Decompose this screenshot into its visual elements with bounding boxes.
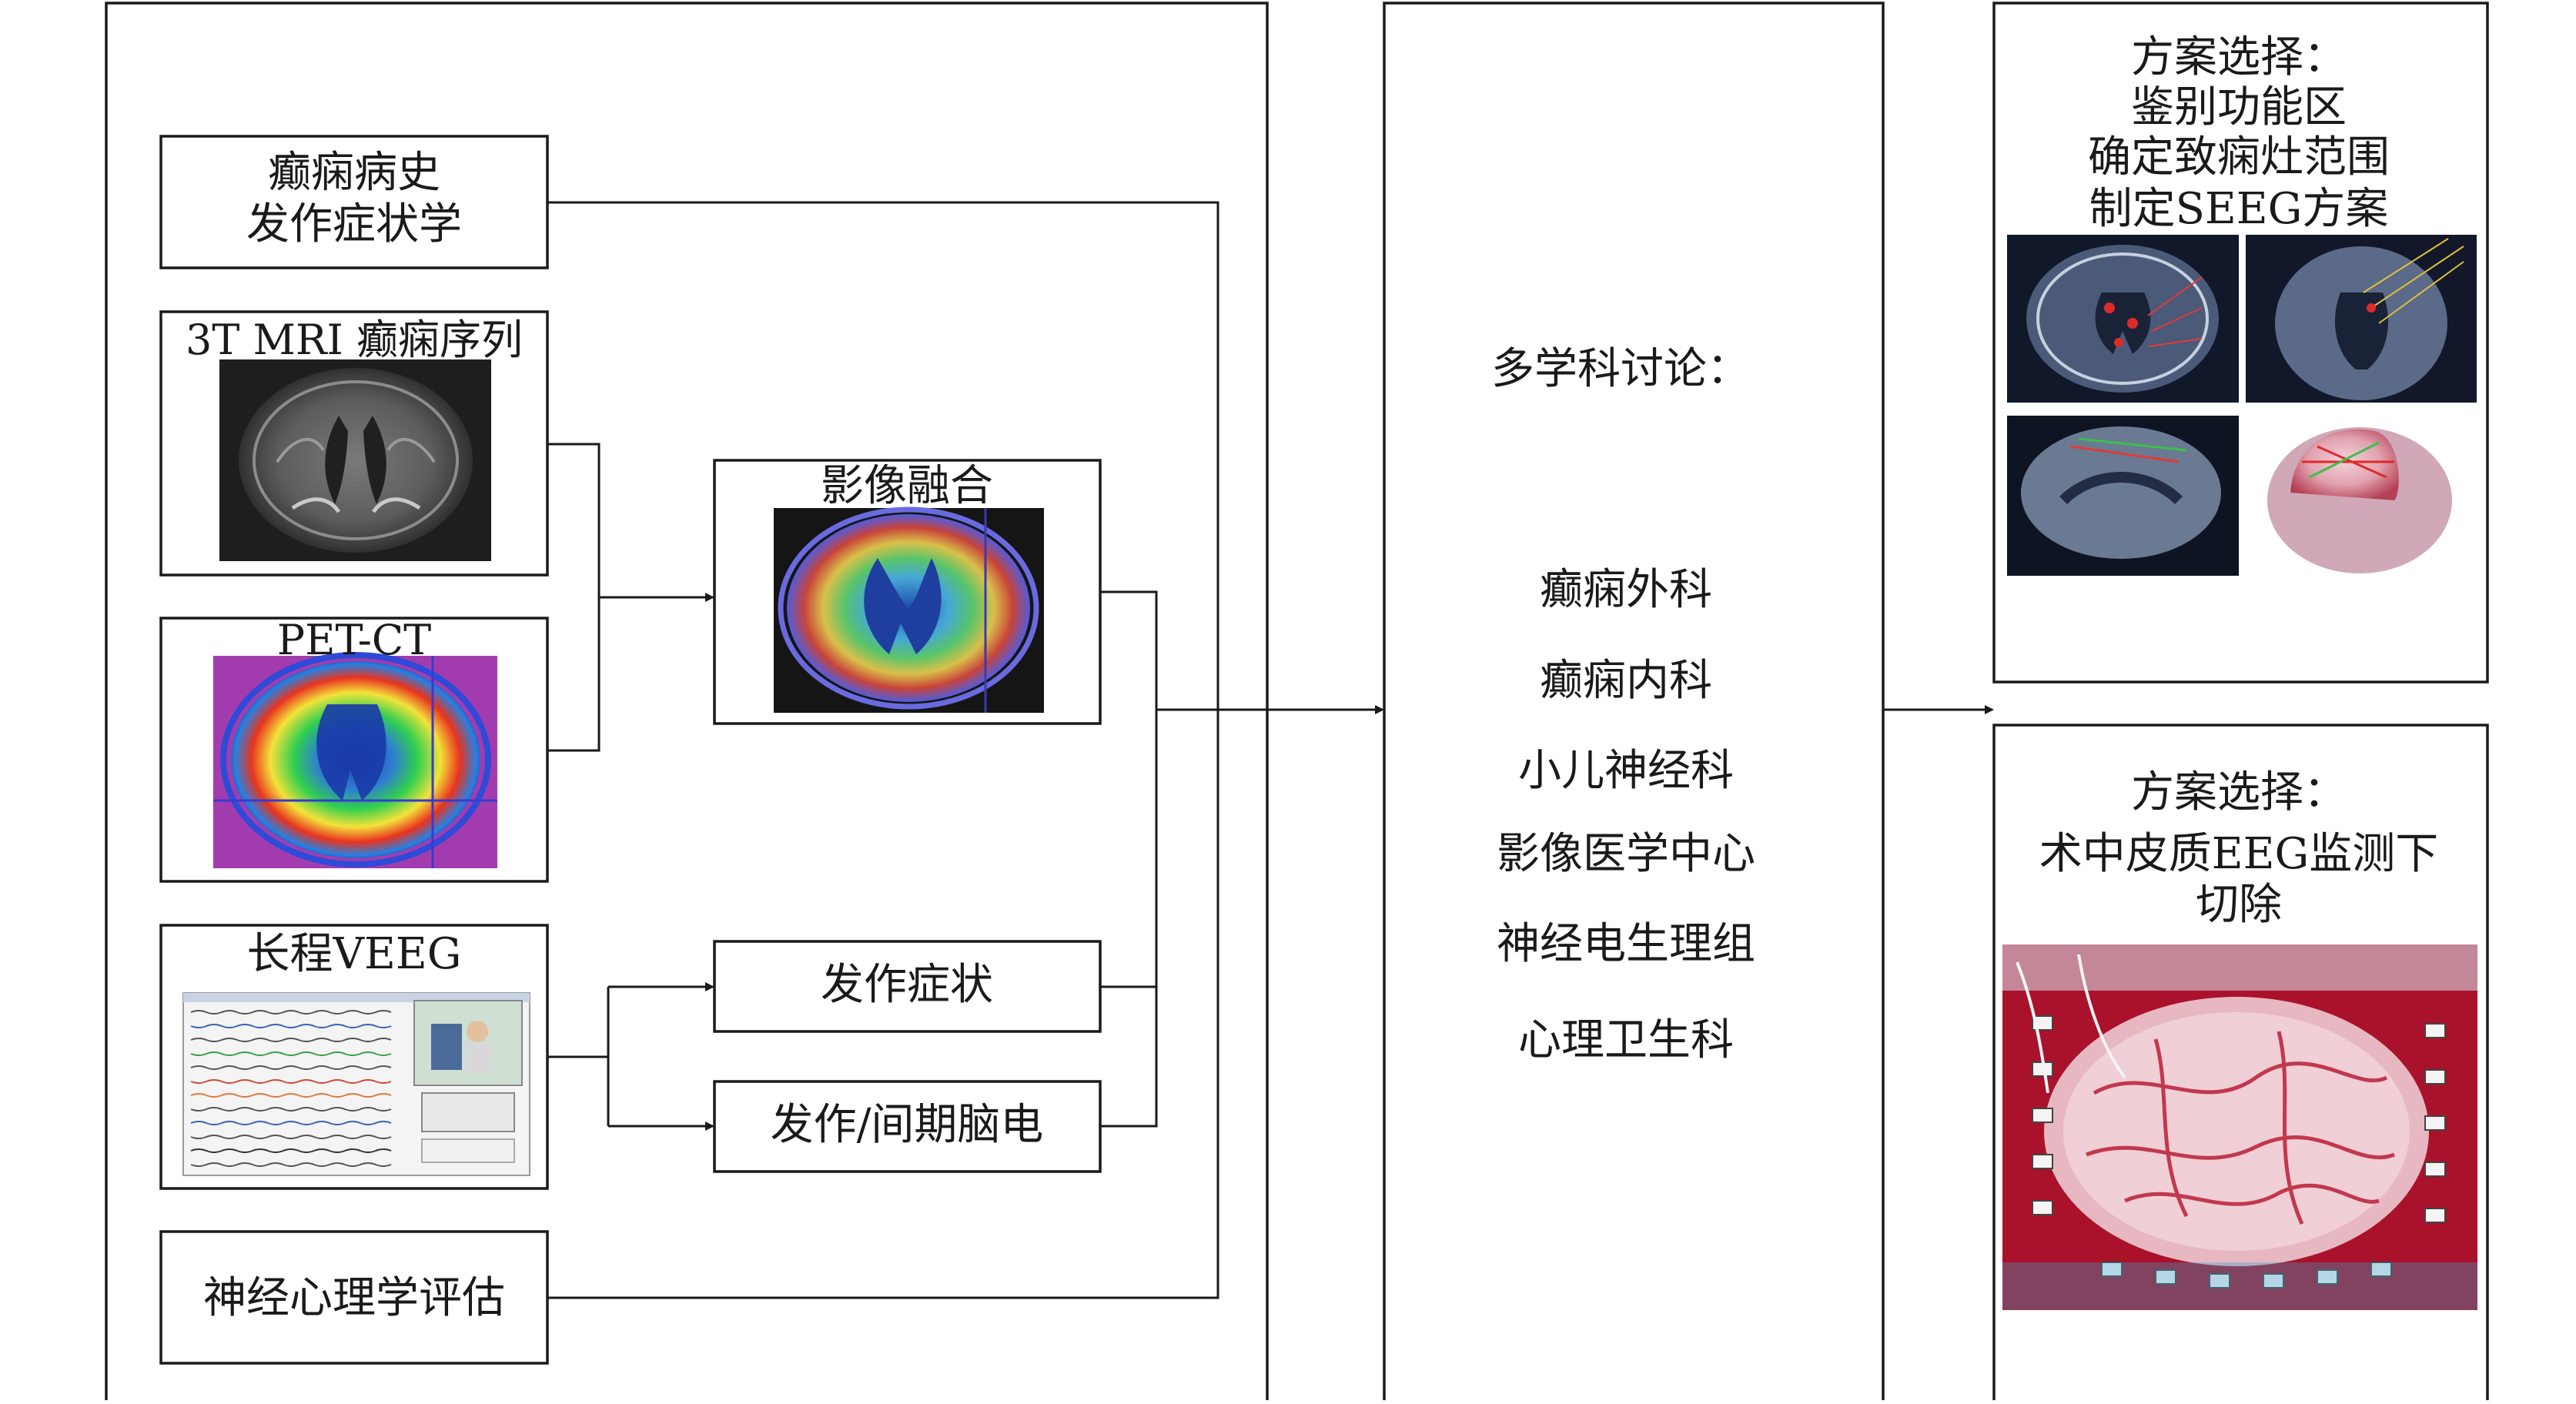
- petct-image: [213, 652, 497, 868]
- petct-title: PET-CT: [277, 616, 431, 664]
- department-item: 心理卫生科: [1518, 1015, 1734, 1065]
- fusion-box: 影像融合: [713, 459, 1102, 725]
- mdt-panel: 多学科讨论： 癫痫外科 癫痫内科 小儿神经科 影像医学中心 神经电生理组 心理卫…: [1491, 344, 1755, 1065]
- collector-bracket: [1100, 590, 1158, 1128]
- mri-axial-image: [219, 359, 491, 561]
- history-box: 癫痫病史 发作症状学: [159, 135, 549, 269]
- fusion-image: [774, 506, 1044, 713]
- mri-title: 3T MRI 癫痫序列: [186, 316, 523, 364]
- plan-a-line: 方案选择：: [2131, 32, 2347, 82]
- petct-box: PET-CT: [159, 616, 549, 883]
- department-item: 癫痫外科: [1540, 565, 1712, 615]
- eeg-box: 发作/间期脑电: [713, 1080, 1102, 1173]
- mri-box: 3T MRI 癫痫序列: [159, 310, 549, 577]
- history-line1: 癫痫病史: [268, 148, 440, 198]
- history-neuropsych-bus: [547, 201, 1219, 1299]
- plan-b-box: 方案选择： 术中皮质EEG监测下 切除: [1992, 724, 2489, 1404]
- evaluation-frame: [105, 2, 1269, 1404]
- intraop-ecog-photo: [2002, 944, 2477, 1310]
- history-line2: 发作症状学: [246, 199, 462, 249]
- imaging-bracket: [547, 443, 601, 752]
- department-item: 影像医学中心: [1497, 829, 1755, 879]
- veeg-screenshot: [182, 992, 530, 1176]
- veeg-title: 长程VEEG: [247, 929, 462, 979]
- mdt-title: 多学科讨论：: [1491, 344, 1750, 394]
- plan-a-box: 方案选择： 鉴别功能区 确定致痫灶范围 制定SEEG方案: [1992, 2, 2489, 684]
- plan-a-line: 鉴别功能区: [2131, 82, 2347, 132]
- fusion-title: 影像融合: [821, 461, 993, 511]
- plan-b-line: 切除: [2196, 880, 2282, 930]
- neuropsych-box: 神经心理学评估: [159, 1230, 549, 1365]
- eeg-title: 发作/间期脑电: [771, 1100, 1044, 1150]
- mdt-frame: [1383, 2, 1885, 1404]
- plan-b-line: 术中皮质EEG监测下: [2039, 829, 2439, 879]
- plan-b-line: 方案选择：: [2131, 767, 2347, 817]
- department-item: 神经电生理组: [1497, 919, 1755, 969]
- veeg-box: 长程VEEG: [159, 924, 549, 1190]
- neuropsych-title: 神经心理学评估: [203, 1273, 505, 1323]
- seizure-symptom-box: 发作症状: [713, 940, 1102, 1033]
- seeg-planning-images: [2007, 235, 2477, 576]
- connector-lines: [547, 201, 1994, 1299]
- department-item: 癫痫内科: [1540, 656, 1712, 706]
- department-item: 小儿神经科: [1518, 746, 1734, 796]
- plan-a-line: 制定SEEG方案: [2089, 184, 2389, 234]
- seizure-symptom-title: 发作症状: [821, 960, 993, 1010]
- plan-a-line: 确定致痫灶范围: [2088, 132, 2390, 182]
